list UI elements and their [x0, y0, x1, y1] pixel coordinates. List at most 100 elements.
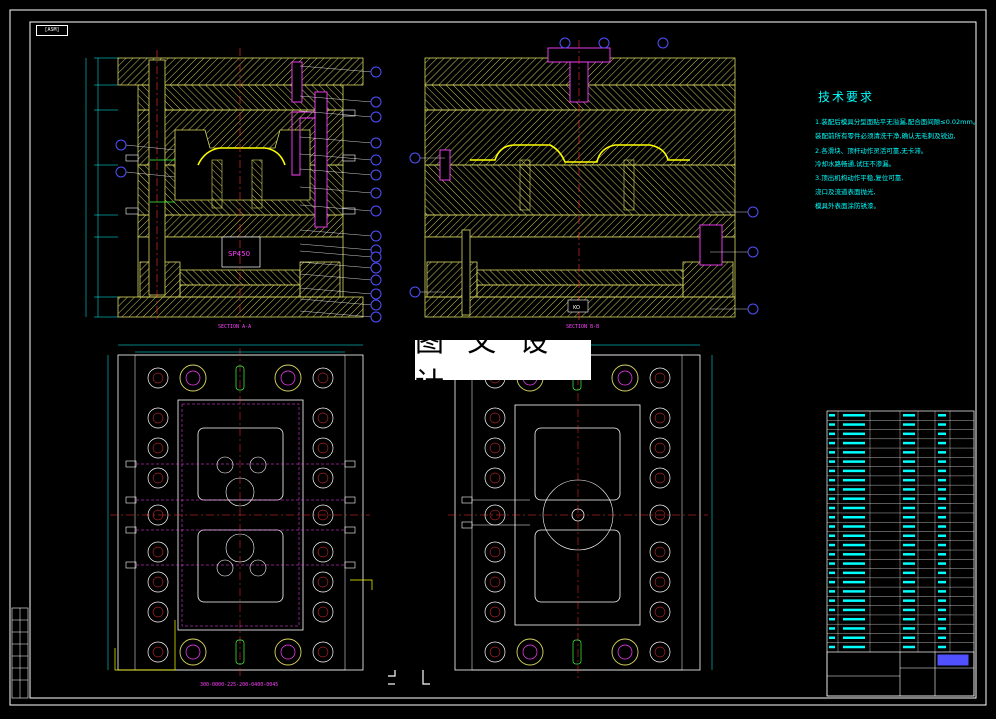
bolt-hole — [312, 437, 334, 459]
bolt-hole-inner — [152, 546, 164, 558]
bom-cell-text — [829, 478, 835, 482]
core-boss — [216, 456, 234, 474]
water-fitting — [344, 526, 356, 534]
bom-cell-text — [829, 645, 835, 649]
bolt-hole-inner — [489, 509, 501, 521]
guide-bush-inner — [185, 644, 201, 660]
section-cut-line — [350, 579, 373, 590]
core-boss — [249, 456, 267, 474]
bom-cell-text — [938, 441, 946, 445]
tech-req-line-4: 冷却水路畅通,试压不渗漏。 — [815, 160, 896, 168]
bom-cell-text — [938, 451, 946, 454]
bolt-hole — [484, 467, 506, 489]
guide-bush — [274, 638, 302, 666]
bolt-hole — [649, 407, 671, 429]
bom-cell-text — [938, 571, 946, 575]
slot — [572, 639, 582, 665]
bolt-hole — [312, 407, 334, 429]
bom-cell-text — [903, 432, 915, 436]
callout-balloon — [598, 37, 610, 49]
slot — [235, 639, 245, 665]
bom-cell-text — [903, 571, 915, 575]
bom-cell-text — [843, 599, 865, 602]
leader-line — [299, 243, 373, 251]
bolt-hole — [147, 641, 169, 663]
bolt-hole — [147, 504, 169, 526]
bolt-hole — [649, 571, 671, 593]
bom-cell-text — [829, 590, 835, 593]
bom-cell-text — [843, 580, 865, 584]
bolt-hole-inner — [654, 509, 666, 521]
guide-bush — [611, 638, 639, 666]
section-a-a-view: SECTION A-A SP450 — [85, 48, 382, 330]
callout-balloon — [370, 205, 382, 217]
callout-balloon — [370, 299, 382, 311]
bolt-hole-inner — [152, 509, 164, 521]
bolt-hole — [312, 541, 334, 563]
bom-cell-text — [938, 515, 946, 519]
bom-cell-text — [903, 488, 915, 491]
bolt-hole — [484, 541, 506, 563]
bom-cell-text — [829, 617, 835, 621]
bom-cell-text — [843, 571, 865, 575]
bolt-hole-inner — [654, 546, 666, 558]
bom-cell-text — [829, 469, 835, 473]
bolt-hole — [147, 467, 169, 489]
bom-cell-text — [829, 580, 835, 584]
callout-balloon — [370, 288, 382, 300]
bom-cell-text — [938, 525, 946, 528]
bom-cell-text — [938, 636, 946, 639]
bom-cell-text — [903, 515, 915, 519]
sprue-ring — [225, 477, 255, 507]
bolt-hole-inner — [654, 442, 666, 454]
bom-cell-text — [843, 590, 865, 593]
bom-cell-text — [843, 534, 865, 538]
bom-cell-text — [843, 488, 865, 491]
core-boss — [249, 559, 267, 577]
leader-line — [299, 110, 373, 118]
bom-cell-text — [938, 534, 946, 538]
bom-cell-text — [903, 460, 915, 463]
bom-cell-text — [938, 645, 946, 649]
bom-cell-text — [938, 553, 946, 556]
section-a-label: SECTION A-A — [218, 324, 251, 330]
bom-cell-text — [829, 636, 835, 639]
callout-balloon — [370, 111, 382, 123]
callout-balloon — [370, 230, 382, 242]
callout-balloon — [370, 251, 382, 263]
bolt-hole-inner — [654, 606, 666, 618]
bom-cell-text — [829, 414, 835, 417]
bolt-hole-inner — [654, 472, 666, 484]
bolt-hole-inner — [317, 472, 329, 484]
callout-balloon — [559, 37, 571, 49]
bom-cell-text — [843, 478, 865, 482]
guide-bush — [516, 638, 544, 666]
bom-cell-text — [938, 497, 946, 500]
bom-cell-text — [938, 469, 946, 473]
bolt-hole — [147, 367, 169, 389]
leader-line — [125, 144, 176, 151]
bolt-hole-inner — [489, 472, 501, 484]
bolt-hole — [312, 601, 334, 623]
bom-cell-text — [903, 580, 915, 584]
bolt-hole — [649, 437, 671, 459]
guide-bush — [179, 638, 207, 666]
bolt-hole-inner — [654, 576, 666, 588]
drawing-title-chip: [ASM] — [36, 25, 68, 36]
bom-cell-text — [843, 543, 865, 547]
bom-cell-text — [903, 441, 915, 445]
bom-cell-text — [829, 627, 835, 630]
bom-cell-text — [829, 562, 835, 565]
bolt-hole — [312, 467, 334, 489]
section-b-b-view: SECTION B-B KO — [409, 37, 759, 330]
bolt-hole — [312, 504, 334, 526]
bolt-hole — [147, 571, 169, 593]
callout-balloon — [115, 139, 127, 151]
sprue-ring — [225, 533, 255, 563]
leader-line — [299, 287, 373, 295]
bom-cell-text — [829, 441, 835, 445]
bolt-hole — [649, 541, 671, 563]
bom-cell-text — [903, 525, 915, 528]
bolt-hole-inner — [489, 606, 501, 618]
bolt-hole-inner — [489, 546, 501, 558]
